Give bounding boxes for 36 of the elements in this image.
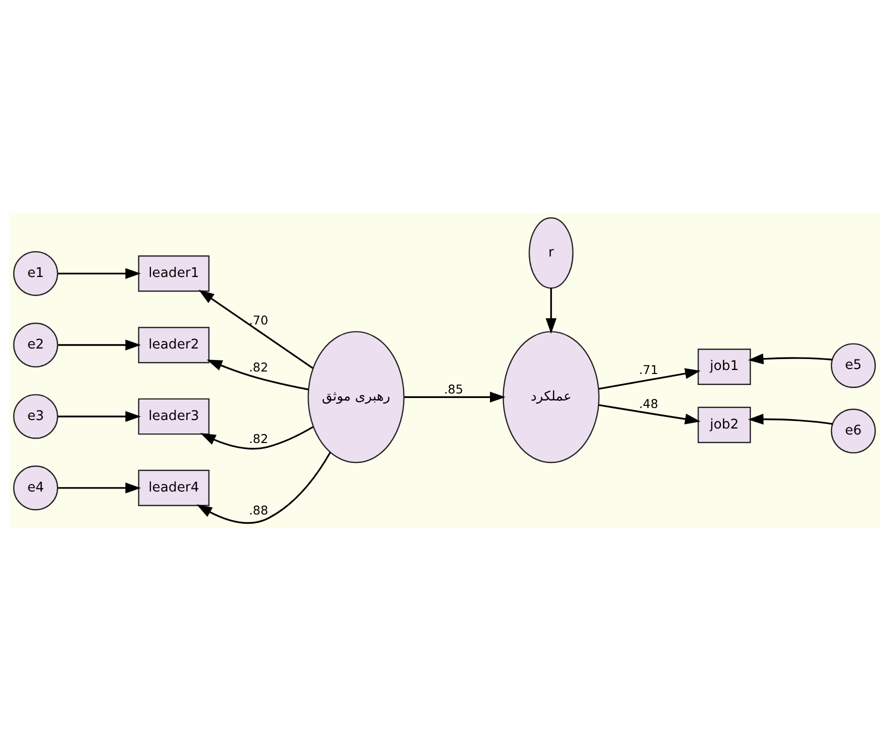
- edge-label: .85: [444, 382, 464, 396]
- arrow: [598, 368, 701, 390]
- node-circle: e1: [13, 250, 58, 296]
- node-ellipse: رهبری موثق: [308, 330, 405, 463]
- edge-label: .48: [638, 396, 658, 411]
- node-box: leader2: [138, 326, 210, 363]
- node-circle: e2: [13, 322, 58, 367]
- node-circle: e4: [13, 465, 58, 510]
- node-box: leader3: [138, 398, 210, 434]
- arrow: [58, 268, 141, 278]
- arrow: [546, 288, 557, 334]
- arrow: [748, 352, 832, 364]
- arrow: [206, 359, 309, 390]
- node-circle: e3: [13, 394, 58, 438]
- edge-label: .82: [248, 360, 268, 374]
- node-box: leader4: [138, 469, 210, 506]
- node-circle: e5: [830, 342, 876, 388]
- arrow: [58, 410, 141, 422]
- arrow: [196, 451, 332, 524]
- node-box: job2: [698, 406, 751, 443]
- arrow: [198, 289, 314, 368]
- arrow: [404, 391, 506, 402]
- arrow: [200, 426, 314, 450]
- edge-label: .88: [248, 503, 268, 518]
- arrow: [58, 339, 141, 350]
- edge-label: .70: [248, 312, 268, 327]
- edge-label: .82: [248, 432, 268, 446]
- edge-label: .71: [638, 362, 658, 377]
- node-ellipse: عملکرد: [502, 330, 600, 463]
- arrow: [58, 482, 141, 493]
- node-circle: e6: [830, 408, 876, 453]
- arrow: [748, 413, 833, 424]
- arrow: [598, 404, 701, 424]
- node-ellipse: r: [528, 216, 574, 288]
- node-box: job1: [698, 348, 751, 384]
- node-box: leader1: [138, 254, 210, 292]
